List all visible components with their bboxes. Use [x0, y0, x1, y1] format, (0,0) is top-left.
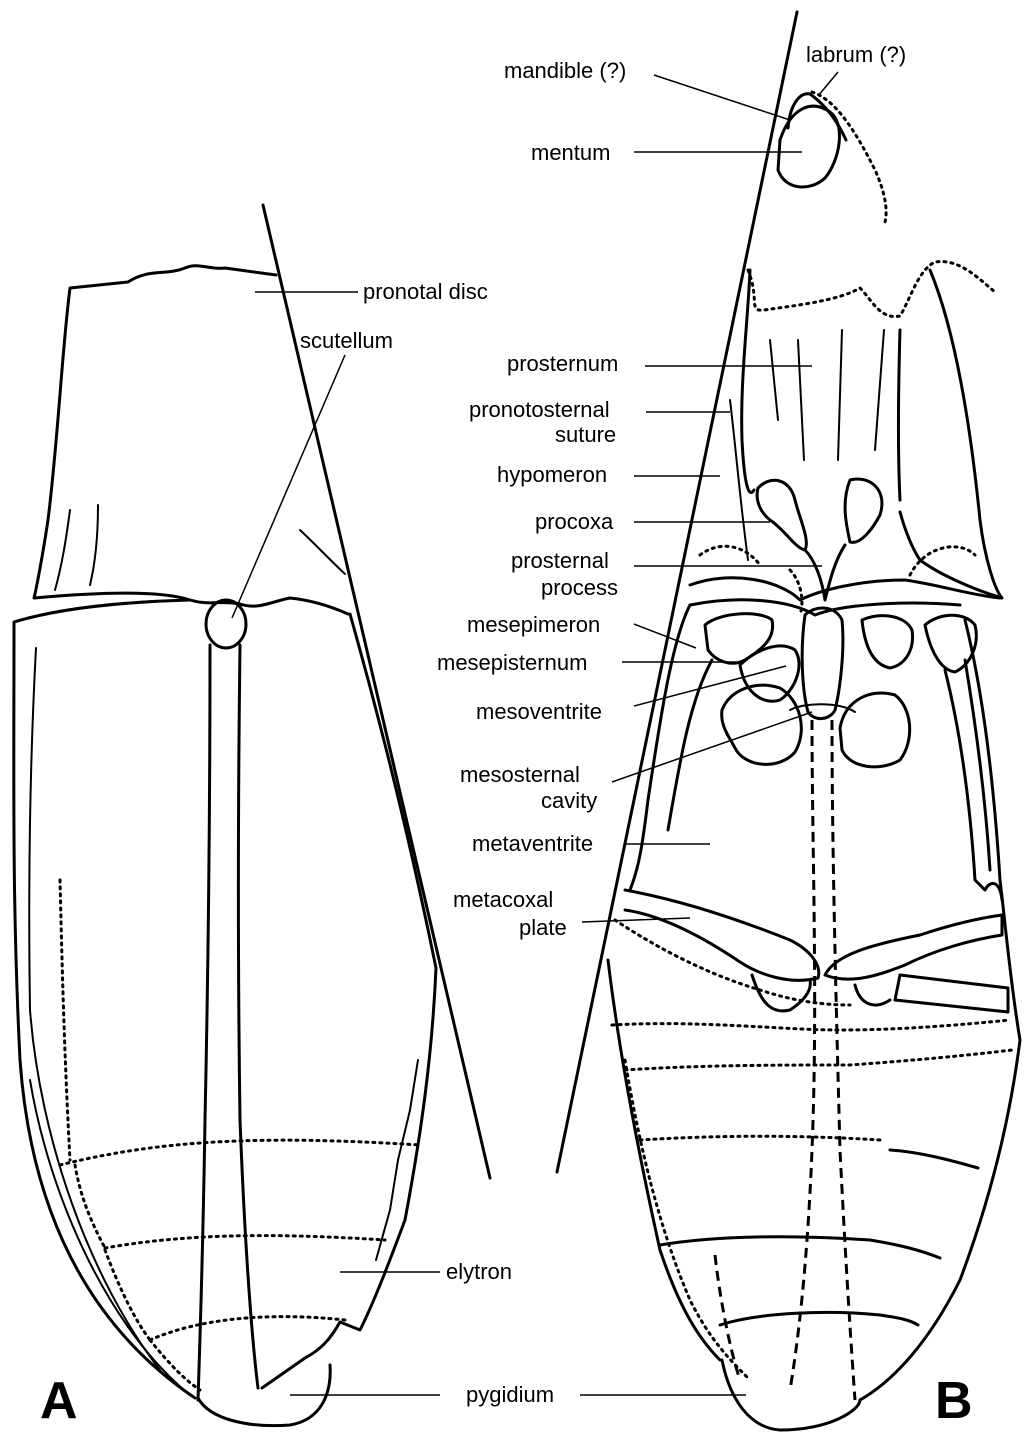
label-mesepimeron: mesepimeron: [467, 612, 600, 637]
procoxa-right: [845, 479, 882, 542]
leader-mandible: [654, 75, 790, 120]
mesocoxa-right: [840, 693, 910, 767]
elytral-suture-right: [239, 645, 259, 1388]
prosternum-dotted-upper: [748, 262, 995, 317]
label-labrum: labrum (?): [806, 42, 906, 67]
abdominal-sternite-line-2: [660, 1237, 940, 1258]
leader-mesosternal-cavity: [612, 712, 812, 782]
label-pronotal-disc: pronotal disc: [363, 279, 488, 304]
label-pygidium: pygidium: [466, 1382, 554, 1407]
mesepimeron-right: [862, 616, 913, 668]
pronotum-right-fold: [300, 530, 345, 574]
label-pronotosternal: pronotosternal: [469, 397, 610, 422]
elytron-inner-margin: [29, 648, 160, 1370]
pronotum-outline: [34, 266, 348, 614]
mesepimeron-left: [705, 614, 773, 664]
label-pronotosternal-suture: suture: [555, 422, 616, 447]
label-elytron: elytron: [446, 1259, 512, 1284]
label-metaventrite: metaventrite: [472, 831, 593, 856]
label-mandible: mandible (?): [504, 58, 626, 83]
prosternum-line-3: [838, 330, 842, 460]
abdominal-sternite-line-3: [720, 1312, 918, 1325]
metacoxa-right-bar: [895, 975, 1008, 1012]
label-mentum: mentum: [531, 140, 610, 165]
mesothorax-right-strip-2: [965, 660, 990, 870]
label-mesosternal: mesosternal: [460, 762, 580, 787]
metacoxal-plate-right: [825, 915, 1002, 979]
label-metacoxal-plate: plate: [519, 915, 567, 940]
abdomen-dotted-side: [625, 1060, 750, 1380]
mesothorax-left-edge: [630, 605, 690, 890]
abdominal-sternite-line-1: [890, 1150, 978, 1168]
prosternum-line-2: [798, 340, 804, 460]
mesocoxa-left: [722, 685, 802, 764]
pronotum-left-fold-2: [90, 505, 98, 585]
label-mesepisternum: mesepisternum: [437, 650, 587, 675]
mesepisternum-left: [740, 646, 799, 701]
procoxal-cavity-dotted-right: [910, 547, 975, 575]
leader-labrum: [818, 72, 838, 96]
prothorax-left-lobe: [742, 270, 754, 493]
panel-a-drawing: [14, 205, 490, 1426]
panel-letter-b: B: [935, 1372, 973, 1430]
label-hypomeron: hypomeron: [497, 462, 607, 487]
elytron-right-step: [376, 1060, 418, 1260]
metacoxal-plate-left: [625, 890, 819, 980]
label-prosternal: prosternal: [511, 548, 609, 573]
label-prosternal-process: process: [541, 575, 618, 600]
leader-metacoxal-plate: [582, 918, 690, 922]
elytron-epipleuron: [30, 1080, 190, 1395]
mandible-outline: [788, 94, 846, 140]
abdominal-sternite-dotted-1: [612, 1020, 1010, 1030]
prothorax-right-lobe: [900, 270, 1002, 598]
pronotum-left-fold: [55, 510, 70, 590]
prosternum-right-edge: [899, 330, 901, 500]
label-metacoxal: metacoxal: [453, 887, 553, 912]
median-dashed-line-2: [832, 720, 855, 1400]
mesothorax-left-edge-2: [668, 660, 712, 830]
mesepisternum-right: [925, 615, 976, 672]
median-dashed-line-1: [790, 720, 815, 1390]
prosternum-line-1: [770, 340, 778, 420]
prothorax-lower-margin: [690, 578, 1000, 600]
procoxa-left: [757, 480, 806, 550]
abdominal-segment-dotted-1: [60, 880, 70, 1160]
prosternum-line-4: [875, 330, 884, 450]
abdominal-sternite-dotted-2: [625, 1050, 1012, 1070]
panel-letter-a: A: [40, 1372, 78, 1430]
scutellum-shape: [206, 600, 246, 648]
abdominal-segment-dotted-3: [75, 1165, 105, 1248]
abdominal-sternite-dotted-3: [640, 1136, 880, 1140]
mesoventrite-shape: [802, 608, 843, 719]
label-scutellum: scutellum: [300, 328, 393, 353]
metacoxa-right-lobe: [855, 985, 890, 1005]
abdomen-left-edge-b: [608, 960, 720, 1360]
elytral-suture-left: [198, 645, 210, 1400]
head-dotted-outline: [812, 92, 886, 222]
abdomen-dashed-side: [715, 1255, 740, 1380]
label-mesosternal-cavity: cavity: [541, 788, 597, 813]
label-prosternum: prosternum: [507, 351, 618, 376]
label-mesoventrite: mesoventrite: [476, 699, 602, 724]
abdominal-segment-dotted-6: [150, 1317, 345, 1340]
label-procoxa: procoxa: [535, 509, 614, 534]
procoxal-cavity-dotted-left: [700, 546, 760, 565]
